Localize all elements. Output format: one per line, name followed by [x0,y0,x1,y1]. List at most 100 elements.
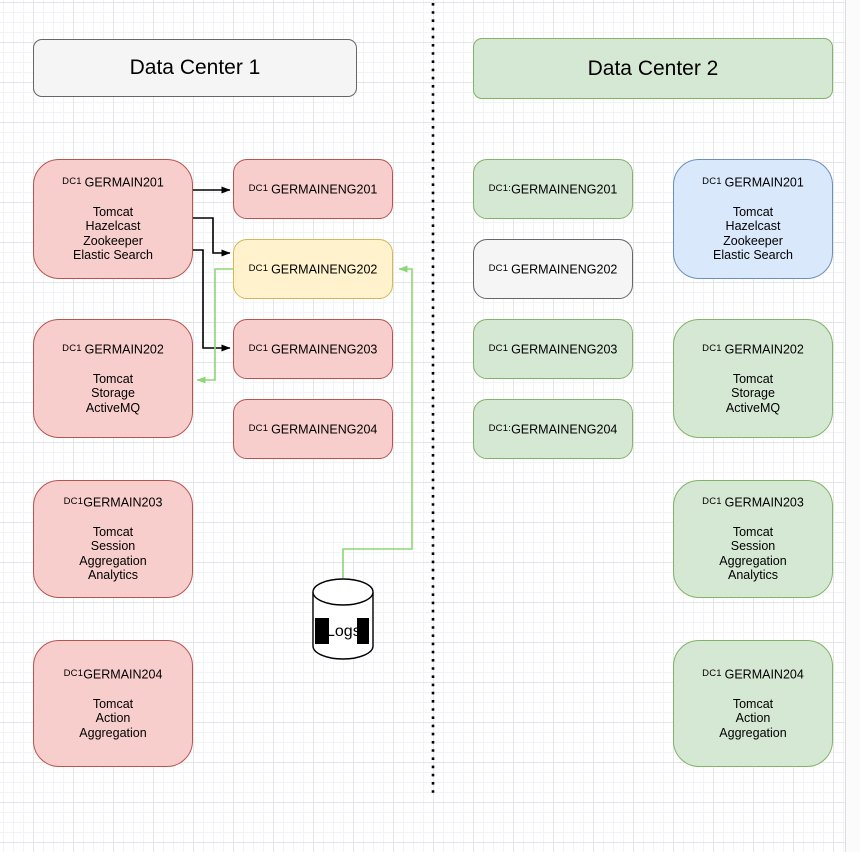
service-item: Analytics [728,568,778,583]
node-label: DC1:GERMAINENG204 [489,422,618,437]
node-label-prefix: DC1 [249,343,271,354]
service-item: Zookeeper [83,234,143,249]
node-dc1-germaineng202[interactable]: DC1 GERMAINENG202 [233,239,393,299]
node-label-name: GERMAIN201 [725,176,804,190]
service-item: Aggregation [79,554,146,569]
service-item: Session [731,539,775,554]
node-dc2-germain203[interactable]: DC1 GERMAIN203TomcatSessionAggregationAn… [673,480,833,598]
service-item: Storage [731,386,775,401]
node-dc1-germain203[interactable]: DC1GERMAIN203TomcatSessionAggregationAna… [33,480,193,598]
node-label-name: GERMAINENG204 [511,422,617,436]
node-label-name: GERMAIN204 [725,668,804,682]
node-label-name: GERMAINENG201 [511,182,617,196]
node-dc1-germain202[interactable]: DC1 GERMAIN202TomcatStorageActiveMQ [33,319,193,438]
service-item: Tomcat [733,372,773,387]
node-label-name: GERMAINENG203 [511,342,617,356]
service-item: Action [736,711,771,726]
node-dc1-germain204[interactable]: DC1GERMAIN204TomcatActionAggregation [33,640,193,767]
node-dc2-germaineng204[interactable]: DC1:GERMAINENG204 [473,399,633,459]
node-label-prefix: DC1 [702,343,724,354]
node-label-name: GERMAINENG202 [271,262,377,276]
node-label: DC1 GERMAINENG202 [249,262,378,277]
node-label: DC1 GERMAINENG202 [489,262,618,277]
node-dc2-germaineng202[interactable]: DC1 GERMAINENG202 [473,239,633,299]
node-label-name: GERMAINENG204 [271,422,377,436]
zone-title-dc1[interactable]: Data Center 1 [33,39,357,97]
node-label-name: GERMAIN201 [85,176,164,190]
node-label: DC1 GERMAINENG203 [489,342,618,357]
node-label-name: GERMAINENG203 [271,342,377,356]
service-item: Tomcat [93,372,133,387]
node-label-name: GERMAIN203 [725,496,804,510]
node-label-prefix: DC1 [249,423,271,434]
node-label: DC1 GERMAIN204 [702,667,804,682]
node-label: DC1 GERMAIN202 [702,342,804,357]
node-label-prefix: DC1 [489,263,511,274]
node-label: DC1 GERMAIN201 [62,175,164,190]
service-item: Zookeeper [723,234,783,249]
service-item: Session [91,539,135,554]
service-item: Analytics [88,568,138,583]
node-label-name: GERMAIN202 [725,343,804,357]
service-item: Aggregation [79,726,146,741]
node-label-name: GERMAIN204 [83,668,162,682]
node-label-name: GERMAIN203 [83,496,162,510]
node-label-prefix: DC1 [62,176,84,187]
service-item: Tomcat [93,697,133,712]
node-label-prefix: DC1 [702,496,724,507]
node-dc2-germain202[interactable]: DC1 GERMAIN202TomcatStorageActiveMQ [673,319,833,438]
node-dc2-germaineng203[interactable]: DC1 GERMAINENG203 [473,319,633,379]
service-item: Storage [91,386,135,401]
node-label-prefix: DC1 [64,668,84,679]
service-item: Action [96,711,131,726]
node-dc1-germaineng204[interactable]: DC1 GERMAINENG204 [233,399,393,459]
node-label: DC1GERMAIN204 [64,667,163,682]
zone-title-dc2[interactable]: Data Center 2 [473,38,833,99]
service-item: Tomcat [733,697,773,712]
page-boundary [845,0,860,852]
node-label-prefix: DC1 [489,343,511,354]
node-dc1-germaineng201[interactable]: DC1 GERMAINENG201 [233,159,393,219]
service-item: Tomcat [93,525,133,540]
node-label-prefix: DC1 [62,343,84,354]
service-item: Elastic Search [713,248,793,263]
node-dc2-germain204[interactable]: DC1 GERMAIN204TomcatActionAggregation [673,640,833,767]
logs-cylinder-top[interactable] [313,579,373,605]
service-item: Hazelcast [726,219,781,234]
zone-title-label: Data Center 1 [130,56,261,80]
node-label: DC1GERMAIN203 [64,495,163,510]
node-label: DC1 GERMAIN202 [62,342,164,357]
service-item: Aggregation [719,726,786,741]
service-item: Hazelcast [86,219,141,234]
node-label-prefix: DC1 [64,496,84,507]
node-label: DC1 GERMAIN201 [702,175,804,190]
node-label-prefix: DC1: [489,423,511,434]
service-item: ActiveMQ [86,401,140,416]
service-item: Aggregation [719,554,786,569]
node-label-prefix: DC1 [249,263,271,274]
arrow-germain201-to-eng202[interactable] [193,218,230,253]
node-label: DC1 GERMAIN203 [702,495,804,510]
node-label-prefix: DC1 [249,183,271,194]
node-label: DC1 GERMAINENG201 [249,182,378,197]
node-label: DC1:GERMAINENG201 [489,182,618,197]
service-item: Tomcat [733,525,773,540]
service-item: Tomcat [93,205,133,220]
node-dc2-germaineng201[interactable]: DC1:GERMAINENG201 [473,159,633,219]
service-item: Tomcat [733,205,773,220]
node-dc2-germain201[interactable]: DC1 GERMAIN201TomcatHazelcastZookeeperEl… [673,159,833,279]
node-label-name: GERMAIN202 [85,343,164,357]
logs-cylinder-label: Logs [326,620,360,644]
service-item: Elastic Search [73,248,153,263]
node-dc1-germain201[interactable]: DC1 GERMAIN201TomcatHazelcastZookeeperEl… [33,159,193,279]
arrow-germain201-to-eng203[interactable] [193,250,230,348]
zone-title-label: Data Center 2 [588,57,719,81]
node-label-name: GERMAINENG202 [511,262,617,276]
node-label: DC1 GERMAINENG204 [249,422,378,437]
service-item: ActiveMQ [726,401,780,416]
node-label-prefix: DC1 [702,668,724,679]
node-dc1-germaineng203[interactable]: DC1 GERMAINENG203 [233,319,393,379]
node-label-prefix: DC1: [489,183,511,194]
node-label-name: GERMAINENG201 [271,182,377,196]
